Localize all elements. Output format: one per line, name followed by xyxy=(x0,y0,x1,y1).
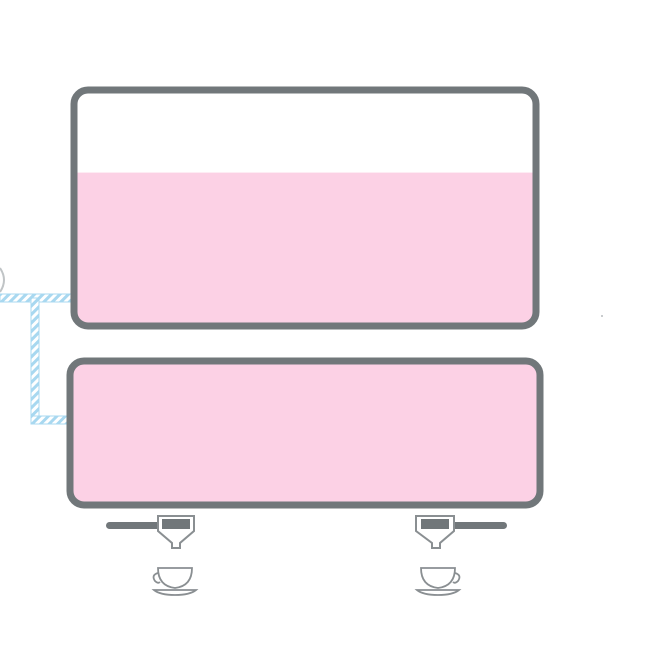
coffee-cup-right xyxy=(414,567,462,596)
cup-handle-left xyxy=(152,572,161,584)
portafilter-insert-right xyxy=(421,519,449,529)
portafilter-insert-left xyxy=(162,519,190,529)
pipe-vertical xyxy=(30,297,40,423)
upper-tank-liquid xyxy=(74,172,536,326)
stray-mark xyxy=(601,315,603,317)
lower-tank xyxy=(66,357,544,509)
portafilter-handle-right xyxy=(451,522,507,529)
lower-tank-border xyxy=(66,357,544,509)
upper-tank xyxy=(70,86,540,330)
cup-body-left xyxy=(157,567,193,589)
cup-saucer-left xyxy=(151,589,199,596)
coffee-cup-left xyxy=(151,567,199,596)
portafilter-handle-left xyxy=(106,522,162,529)
lower-tank-liquid xyxy=(70,361,540,505)
pipe-horizontal-bottom xyxy=(30,415,72,425)
connecting-pipe xyxy=(0,293,73,425)
portafilter-left xyxy=(106,515,195,549)
cup-body-right xyxy=(420,567,456,589)
cup-handle-right xyxy=(452,572,461,584)
portafilter-right xyxy=(415,515,507,549)
upper-tank-border xyxy=(70,86,540,330)
left-edge-fragment xyxy=(0,267,5,293)
cup-saucer-right xyxy=(414,589,462,596)
